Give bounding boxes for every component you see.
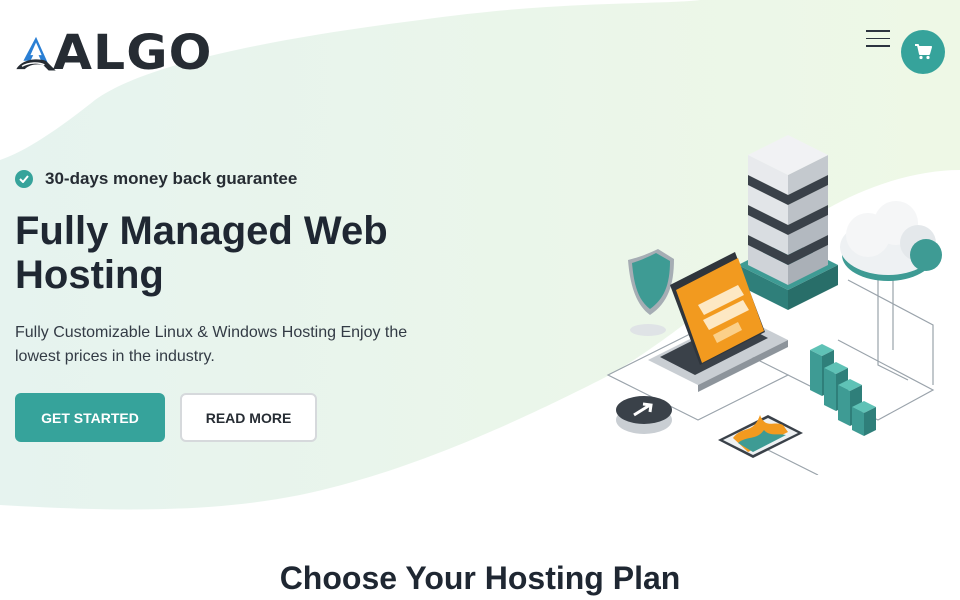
check-circle-icon: [15, 170, 33, 188]
hero-description: Fully Customizable Linux & Windows Hosti…: [15, 324, 408, 365]
logo-mark-icon: [16, 36, 56, 71]
hero-buttons: GET STARTED READ MORE: [15, 393, 495, 442]
cart-button[interactable]: [901, 30, 945, 74]
hero-background-shape: [0, 0, 960, 510]
hero-section: 30-days money back guarantee Fully Manag…: [15, 165, 495, 442]
hosting-plan-title: Choose Your Hosting Plan: [279, 560, 681, 596]
logo-text: ALGO: [53, 25, 213, 81]
guarantee-text: 30-days money back guarantee: [45, 169, 298, 188]
read-more-button[interactable]: READ MORE: [180, 393, 317, 442]
get-started-button[interactable]: GET STARTED: [15, 393, 165, 442]
hamburger-icon[interactable]: [866, 30, 890, 50]
hero-title: Fully Managed Web Hosting: [15, 209, 388, 297]
hosting-illustration: [606, 135, 942, 475]
guarantee-badge: 30-days money back guarantee: [15, 165, 495, 193]
site-header: ALGO: [0, 0, 960, 100]
cart-icon: [915, 44, 932, 60]
logo[interactable]: ALGO: [15, 26, 212, 80]
